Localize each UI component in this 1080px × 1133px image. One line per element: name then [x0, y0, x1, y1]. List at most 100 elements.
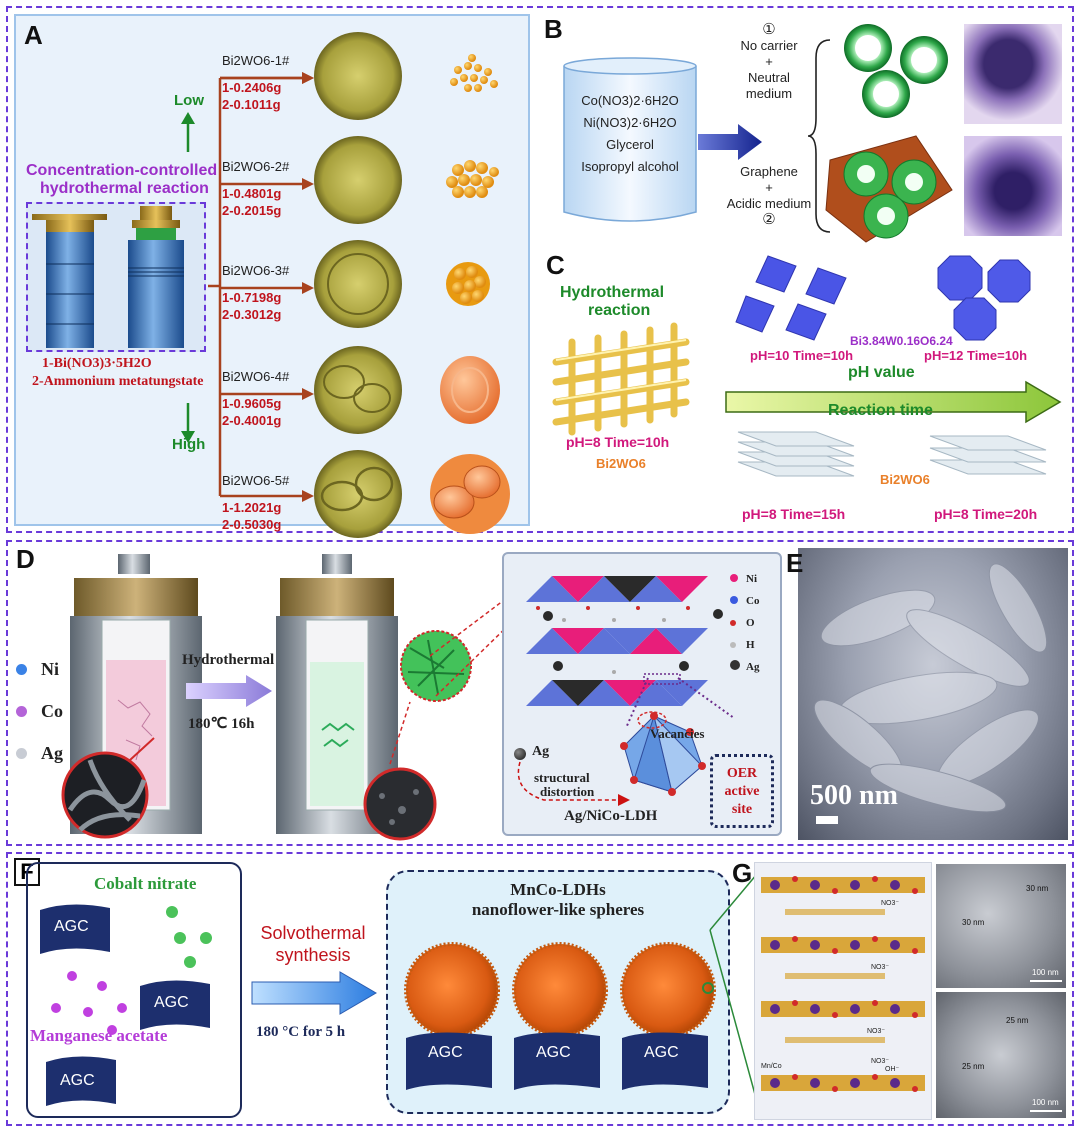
dotted-zoom-lines — [625, 673, 735, 729]
nanoflower-spheres — [404, 942, 716, 1090]
vacancies-label: Vacancies — [650, 726, 705, 741]
sample-2: Bi2WO6-2# 1-0.4801g 2-0.2015g — [222, 158, 289, 219]
route-2-carrier: Graphene — [740, 164, 798, 179]
stacked-sheets-1 — [737, 431, 855, 477]
agc-label-1: AGC — [54, 918, 89, 935]
route-2-medium: Acidic medium — [726, 196, 812, 211]
struct-legend-ni-label: Ni — [746, 573, 757, 585]
sample-2-m1: 1-0.4801g — [222, 186, 282, 201]
legend-ni-dot — [16, 664, 27, 675]
route-1-plus: + — [765, 54, 773, 69]
ion-label-2: NO3⁻ — [871, 964, 890, 971]
sem-image-5 — [314, 450, 402, 538]
reagent-2: 2-Ammonium metatungstate — [32, 374, 204, 389]
legend-co-dot — [16, 706, 27, 717]
oer-box: OER active site — [710, 754, 774, 828]
product-title: MnCo-LDHs nanoflower-like spheres — [386, 880, 730, 920]
sample-1-name: Bi2WO6-1# — [222, 53, 290, 68]
layer-g1 — [761, 876, 925, 894]
high-label: High — [172, 436, 206, 453]
sample-3-name: Bi2WO6-3# — [222, 263, 290, 278]
route-1-carrier: No carrier — [740, 38, 798, 53]
route-1-labels: ① No carrier + Neutral medium — [724, 22, 814, 102]
sample-1-m2: 2-0.1011g — [222, 97, 281, 112]
green-flower-zoom — [400, 630, 472, 702]
legend-ni-label: Ni — [41, 659, 59, 679]
panel-g-letter: G — [732, 858, 753, 888]
panel-e: E 500 nm — [786, 548, 1068, 840]
zoom-lines-g — [709, 867, 763, 1121]
route-2-labels: Graphene + Acidic medium ② — [724, 164, 814, 228]
arrow-label-time: Reaction time — [828, 402, 933, 419]
low-label: Low — [174, 92, 204, 109]
sample-4-name: Bi2WO6-4# — [222, 369, 290, 384]
sem-bottom-scale-bar — [1030, 1110, 1062, 1112]
cobalt-label: Cobalt nitrate — [94, 874, 197, 893]
legend-co: Co — [16, 690, 63, 732]
start-condition: pH=8 Time=10h — [566, 434, 670, 450]
sample-4-m1: 1-0.9605g — [222, 396, 282, 411]
layer-g4 — [761, 1074, 925, 1092]
model-2-particles — [446, 160, 499, 198]
sem-image-3 — [314, 240, 402, 328]
panel-b-letter: B — [544, 14, 563, 44]
sample-3-m1: 1-0.7198g — [222, 290, 282, 305]
ion-label-4: NO3⁻ — [871, 1058, 890, 1065]
octahedron — [620, 711, 706, 796]
oer-line-1: OER — [726, 766, 758, 781]
beaker-item-2: Ni(NO3)2·6H2O — [583, 115, 677, 130]
sem-bottom-size-1: 25 nm — [1006, 1016, 1029, 1025]
panel-e-letter: E — [786, 548, 804, 578]
struct-legend-ag: Ag — [730, 656, 759, 678]
ag-label: Ag — [532, 744, 550, 759]
hydrothermal-arrow — [186, 675, 272, 707]
bottom-section-frame — [6, 852, 1074, 1126]
struct-legend-co-label: Co — [746, 595, 760, 607]
nanoflower-sem — [813, 563, 1048, 813]
route-arrow — [698, 124, 762, 160]
route-1-number: ① — [762, 21, 776, 38]
struct-legend-h-label: H — [746, 639, 755, 651]
route-2-plus: + — [765, 180, 773, 195]
struct-legend-o-dot — [730, 620, 736, 626]
compound-top: Bi3.84W0.16O6.24 — [850, 334, 953, 348]
panel-a-title-2: hydrothermal reaction — [40, 180, 209, 197]
legend-co-label: Co — [41, 701, 63, 721]
panel-d: D Ni Co Ag Hydrothermal 180℃ 16h — [10, 544, 794, 844]
sem-top-scale-bar — [1030, 980, 1062, 982]
yellow-scaffold — [552, 322, 690, 436]
layer-g2 — [761, 936, 925, 954]
model-1-particles — [450, 54, 498, 92]
model-3-particles — [446, 262, 490, 306]
struct-legend-ni-dot — [730, 574, 738, 582]
sphere-3 — [620, 942, 716, 1038]
struct-legend-h-dot — [730, 642, 736, 648]
stacked-sheets-2 — [929, 435, 1047, 475]
layer-3 — [526, 680, 708, 706]
sample-4: Bi2WO6-4# 1-0.9605g 2-0.4001g — [222, 368, 289, 429]
autoclave-box — [26, 202, 206, 352]
sem-top-size-2: 30 nm — [962, 918, 985, 927]
sphere-2 — [512, 942, 608, 1038]
trend-arrow — [725, 380, 1062, 424]
solvothermal-arrow — [251, 971, 377, 1015]
start-compound: Bi2WO6 — [596, 456, 646, 471]
branch-arrowheads — [220, 72, 314, 502]
sample-2-m2: 2-0.2015g — [222, 203, 282, 218]
struct-legend-co: Co — [730, 590, 759, 612]
structure-box: Ni Co O H Ag Vacancies Ag structural — [502, 552, 782, 836]
layered-structure: NO3⁻ NO3⁻ NO3⁻ NO3⁻ Mn/Co OH⁻ — [754, 862, 932, 1120]
solvothermal-line-2: synthesis — [275, 945, 351, 965]
sem-bottom-size-2: 25 nm — [962, 1062, 985, 1071]
model-5-discs — [430, 454, 510, 534]
legend-ag-dot — [16, 748, 27, 759]
bottom-compound: Bi2WO6 — [880, 472, 930, 487]
sample-5-m2: 2-0.5030g — [222, 517, 282, 532]
sample-3: Bi2WO6-3# 1-0.7198g 2-0.3012g — [222, 262, 289, 323]
panel-c-letter: C — [546, 250, 565, 280]
sample-5: Bi2WO6-5# 1-1.2021g 2-0.5030g — [222, 472, 289, 533]
sem-image-bottom: 25 nm 25 nm 100 nm — [936, 992, 1066, 1118]
reagent-1: 1-Bi(NO3)3·5H2O — [42, 356, 152, 371]
tem-image-1 — [964, 24, 1062, 124]
scale-bar — [816, 816, 838, 824]
